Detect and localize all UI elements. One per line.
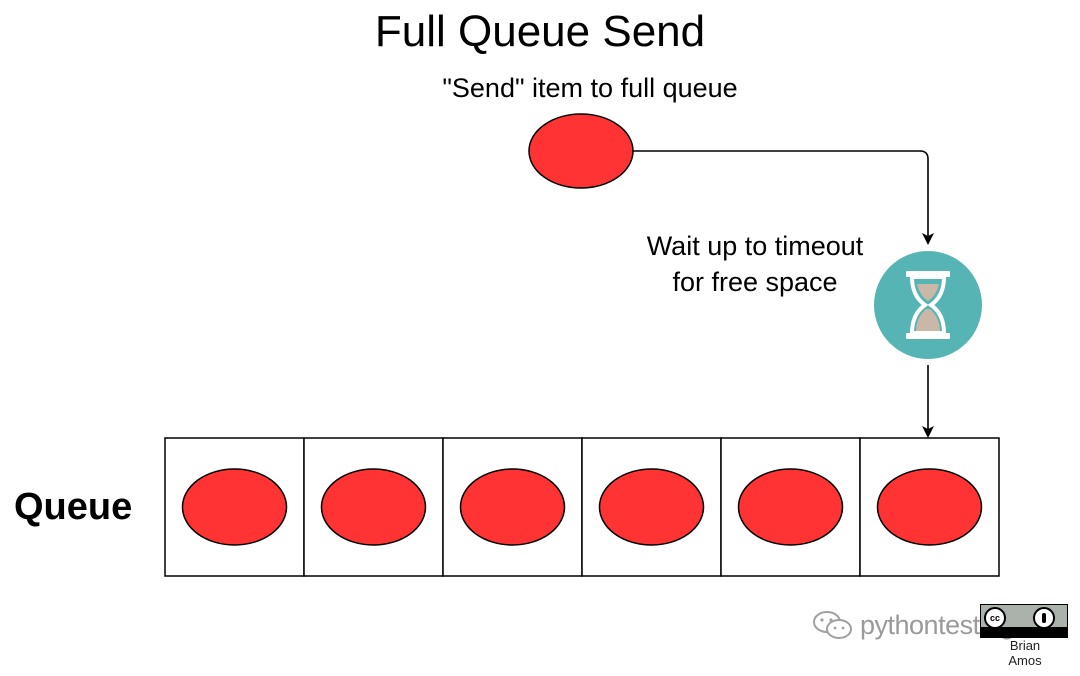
- queue-item: [598, 468, 705, 546]
- cc-license-badge: cc: [980, 604, 1068, 638]
- wechat-icon: [813, 611, 852, 639]
- author-credit: Brian Amos: [990, 638, 1060, 668]
- diagram-title: Full Queue Send: [374, 7, 706, 56]
- cc-icon: cc: [984, 607, 1006, 629]
- attribution-icon: [1033, 607, 1055, 629]
- author-line2: Amos: [1008, 653, 1042, 668]
- wait-label-line2: for free space: [672, 267, 838, 297]
- sending-item: [528, 113, 634, 189]
- send-arrow: [633, 150, 934, 245]
- wait-label: Wait up to timeout for free space: [610, 228, 900, 300]
- queue-item: [320, 468, 427, 546]
- wait-label-line1: Wait up to timeout: [646, 231, 864, 261]
- send-label: "Send" item to full queue: [442, 73, 738, 103]
- queue: [164, 437, 1000, 577]
- queue-item: [459, 468, 566, 546]
- author-line1: Brian: [1009, 638, 1041, 653]
- queue-item: [737, 468, 844, 546]
- queue-label: Queue: [14, 486, 133, 528]
- hourglass-icon: [874, 251, 982, 359]
- queue-item: [876, 468, 983, 546]
- queue-item: [181, 468, 288, 546]
